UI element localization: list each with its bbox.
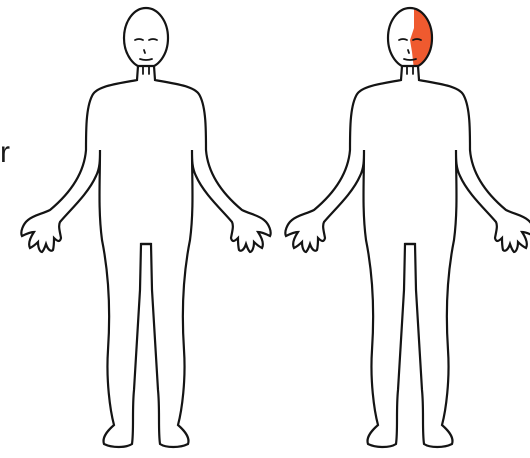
left-figure bbox=[20, 8, 271, 458]
left-figure-outline bbox=[21, 8, 270, 447]
right-figure bbox=[270, 6, 530, 458]
